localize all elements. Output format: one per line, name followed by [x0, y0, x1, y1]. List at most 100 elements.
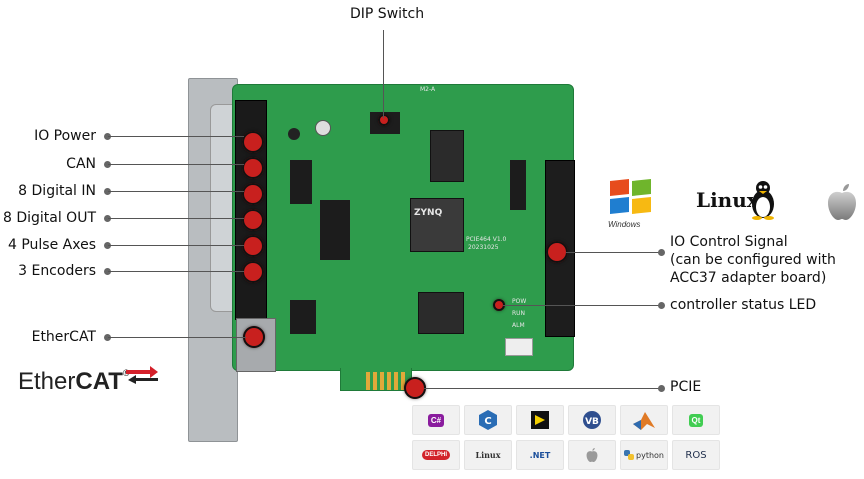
label-digital-out: 8 Digital OUT	[2, 210, 96, 226]
gold-finger	[366, 372, 370, 390]
label-status-led: controller status LED	[670, 297, 817, 313]
csharp-icon: C#	[427, 413, 445, 427]
label-dip-switch: DIP Switch	[350, 6, 425, 22]
leader-dot	[658, 385, 665, 392]
lang-tile-delphi: DELPHI	[412, 440, 460, 470]
leader-line-status-led	[503, 305, 661, 306]
callout-dip-switch	[378, 114, 390, 126]
board-date: 20231025	[468, 244, 499, 251]
leader-dot	[658, 249, 665, 256]
gold-finger	[373, 372, 377, 390]
python-logo-icon	[624, 450, 634, 460]
leader-dot	[658, 302, 665, 309]
gold-finger	[380, 372, 384, 390]
leader-line-dip-switch	[383, 30, 384, 118]
lang-tile-python: python	[620, 440, 668, 470]
python-icon: python	[636, 450, 664, 460]
callout-ethercat	[243, 326, 265, 348]
ethercat-arrow-icon	[126, 366, 158, 384]
lang-tile-vb: VB	[568, 405, 616, 435]
leader-line-encoders	[108, 271, 244, 272]
gold-finger	[387, 372, 391, 390]
electrolytic-capacitor	[288, 128, 300, 140]
lang-tile-cpp: C	[464, 405, 512, 435]
alm-marking: ALM	[512, 322, 525, 329]
leader-line-pcie	[424, 388, 661, 389]
capacitor	[315, 120, 331, 136]
lang-tile-csharp: C#	[412, 405, 460, 435]
leader-line-io-control	[566, 252, 662, 253]
leader-dot	[104, 215, 111, 222]
ros-icon: ROS	[685, 449, 707, 461]
linux-icon: Linux	[475, 450, 501, 460]
lang-tile-dotnet: .NET	[516, 440, 564, 470]
windows-caption: Windows	[608, 220, 641, 229]
callout-pulse-axes	[242, 235, 264, 257]
label-ethercat: EtherCAT	[31, 329, 96, 345]
callout-digital-in	[242, 183, 264, 205]
leader-line-digital-out	[108, 218, 244, 219]
leader-line-io-power	[108, 136, 244, 137]
ethercat-logo-prefix: Ether	[18, 368, 76, 395]
leader-dot	[104, 133, 111, 140]
callout-encoders	[242, 261, 264, 283]
header-pins	[510, 160, 526, 210]
lang-tile-linux: Linux	[464, 440, 512, 470]
ethercat-logo-suffix: CAT	[75, 368, 123, 395]
board-model: PCIE464 V1.0	[466, 236, 507, 243]
callout-status-led	[493, 299, 505, 311]
status-led-window	[505, 338, 533, 356]
callout-io-control	[546, 241, 568, 263]
label-io-control-2: (can be configured with	[670, 252, 836, 268]
leader-dot	[104, 188, 111, 195]
run-marking: RUN	[512, 310, 526, 317]
label-pulse-axes: 4 Pulse Axes	[7, 237, 96, 253]
label-io-power: IO Power	[34, 128, 96, 144]
transformer-chip	[290, 300, 316, 334]
board-m2-marking: M2-A	[420, 86, 436, 93]
lang-tile-ros: ROS	[672, 440, 720, 470]
label-digital-in: 8 Digital IN	[18, 183, 96, 199]
leader-line-can	[108, 164, 244, 165]
main-processor-chip	[410, 198, 464, 252]
linux-logo-text: Linux	[696, 188, 759, 212]
leader-line-ethercat	[108, 337, 246, 338]
io-ic-group	[320, 200, 350, 260]
label-io-control-1: IO Control Signal	[670, 234, 788, 250]
chip-marking: ZYNQ	[414, 208, 443, 218]
lang-tile-apple	[568, 440, 616, 470]
lang-tile-matlab	[620, 405, 668, 435]
cpp-icon: C	[479, 410, 497, 430]
leader-line-pulse-axes	[108, 245, 244, 246]
dotnet-icon: .NET	[529, 450, 551, 460]
leader-dot	[104, 161, 111, 168]
callout-pcie	[404, 377, 426, 399]
lang-tile-qt: Qt	[672, 405, 720, 435]
labview-icon	[531, 411, 549, 429]
qt-icon: Qt	[688, 413, 704, 427]
delphi-icon: DELPHI	[421, 450, 450, 460]
lang-tile-labview	[516, 405, 564, 435]
leader-dot	[104, 268, 111, 275]
leader-dot	[104, 334, 111, 341]
windows-logo-icon	[610, 179, 654, 216]
svg-text:VB: VB	[585, 417, 599, 427]
leader-dot	[104, 242, 111, 249]
controller-chip	[418, 292, 464, 334]
matlab-icon	[633, 412, 655, 430]
label-pcie: PCIE	[670, 379, 702, 395]
leader-line-digital-in	[108, 191, 244, 192]
label-can: CAN	[66, 156, 96, 172]
callout-can	[242, 157, 264, 179]
vb-icon: VB	[583, 411, 601, 429]
pow-marking: POW	[512, 298, 527, 305]
callout-io-power	[242, 131, 264, 153]
callout-digital-out	[242, 209, 264, 231]
tux-penguin-icon	[752, 181, 774, 220]
label-encoders: 3 Encoders	[18, 263, 96, 279]
gold-finger	[401, 372, 405, 390]
optocoupler-row	[290, 160, 312, 204]
label-io-control-3: ACC37 adapter board)	[670, 270, 827, 286]
apple-icon	[586, 448, 598, 462]
gold-finger	[394, 372, 398, 390]
